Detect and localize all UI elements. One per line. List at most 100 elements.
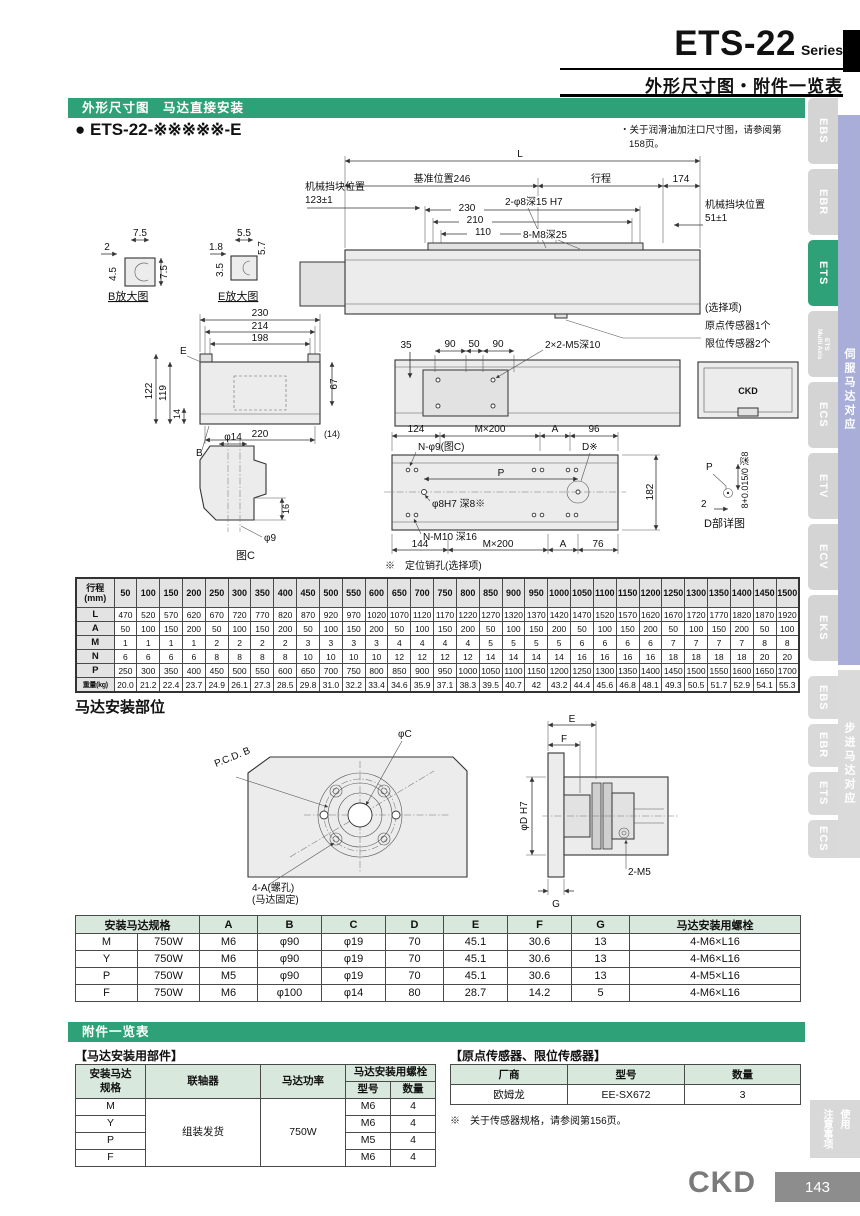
b-detail-view: 7.5 2 4.5 7.5 B放大图 [101,228,170,303]
parts-table-title: 【马达安装用部件】 [75,1049,184,1063]
table-cell: 100 [775,621,800,636]
table-cell: 150 [159,577,183,608]
table-cell: 5 [547,635,572,650]
table-cell: 1820 [729,607,754,622]
end-view-logo: CKD [738,386,758,396]
table-cell: 150 [524,621,549,636]
table-cell: 50 [570,621,594,636]
table-cell: 16 [615,649,640,664]
table-cell: 8 [775,635,800,650]
table-cell: 5 [571,984,630,1002]
table-cell: 800 [455,577,480,608]
table-cell: 100 [136,621,161,636]
label-n-m10: N-M10 深16 [423,531,477,543]
dim-bp-182: 182 [645,483,656,500]
table-cell: M [75,933,138,951]
label-option: (选择项) [705,301,742,314]
table-cell: 950 [524,577,549,608]
table-cell: C [321,915,386,934]
label-phi8h7: φ8H7 深8※ [432,498,485,510]
table-cell: 1300 [684,577,709,608]
label-dd-P: P [706,462,713,473]
table-cell: M [75,635,115,650]
table-cell: 数量 [390,1081,436,1099]
table-cell: 970 [341,607,366,622]
end-view: CKD [697,361,799,419]
table-cell: 650 [387,577,412,608]
table-cell: 6 [181,649,206,664]
table-cell: 750 [433,577,457,608]
table-cell: 46.8 [615,677,640,693]
table-cell: 600 [364,577,389,608]
sidebar-tab-ebr-servo: EBR [808,169,838,235]
caption-e-detail: E放大图 [218,289,258,303]
table-cell: 40.7 [501,677,526,693]
label-origin-sensor: 原点传感器1个 [705,319,771,332]
table-cell: 750W [137,984,200,1002]
dim-stroke: 行程 [591,172,611,185]
table-cell: 870 [296,607,320,622]
dim-m8-holes: 8-M8深25 [523,229,567,241]
table-cell: 70 [385,967,444,985]
dim-pv-50: 50 [468,339,480,350]
caption-detail-d: D部详图 [704,516,745,530]
page-subtitle: 外形尺寸图・附件一览表 [645,77,843,96]
table-cell: M6 [345,1098,391,1116]
table-cell: 1700 [775,663,800,678]
dim-b-4-5: 4.5 [108,267,119,281]
table-cell: 4 [390,1149,436,1167]
table-cell: 1400 [729,577,754,608]
table-cell: 1300 [592,663,617,678]
table-cell: 1000 [455,663,480,678]
table-cell: 1170 [433,607,457,622]
table-cell: M5 [345,1132,391,1150]
dim-bp-A-top: A [552,424,559,435]
table-cell: 7 [707,635,731,650]
label-cs-B: B [196,448,203,459]
table-cell: 850 [478,577,503,608]
table-cell: 1200 [547,663,572,678]
dim-bp-A-bottom: A [560,539,567,550]
dim-dd-tolerance: 8+0.015/0 深8 [740,452,750,509]
table-cell: 1450 [752,577,777,608]
table-cell: 6 [638,635,663,650]
table-cell: 470 [113,607,138,622]
table-cell: 13 [571,967,630,985]
sidebar-tab-ecv: ECV [808,524,838,590]
tab-label: EBR [817,188,830,216]
table-cell: 200 [455,621,480,636]
table-cell: 1770 [707,607,731,622]
table-cell: 1150 [615,577,640,608]
table-cell: 500 [318,577,343,608]
table-cell: 100 [136,577,161,608]
dim-bp-76: 76 [592,539,604,550]
table-cell: 1400 [638,663,663,678]
table-cell: 10 [341,649,366,664]
dimension-drawing: L 基准位置246 行程 174 230 210 110 2-φ8深15 H7 … [101,149,799,572]
table-cell: 1350 [615,663,640,678]
table-cell: 1670 [661,607,686,622]
table-cell: 200 [181,577,206,608]
table-cell: 6 [615,635,640,650]
table-cell: 4-M6×L16 [629,950,801,968]
table-cell: 14 [478,649,503,664]
table-cell: 500 [227,663,252,678]
dim-230: 230 [459,203,476,214]
table-cell: 50 [296,621,320,636]
table-cell: 22.4 [159,677,183,693]
detail-c-view: φ14 16 φ9 图C [199,432,291,562]
table-cell: 4 [433,635,457,650]
table-cell: A [75,621,115,636]
sidebar-tab-ets-stepper: ETS [808,772,838,815]
table-cell: 49.3 [661,677,686,693]
table-cell: 50 [478,621,503,636]
table-cell: 16 [570,649,594,664]
table-cell: 7 [729,635,754,650]
table-cell: 12 [387,649,412,664]
table-cell: 51.7 [707,677,731,693]
dim-cs-67: 67 [329,378,340,390]
table-cell: 型号 [345,1081,391,1099]
table-cell: 1370 [524,607,549,622]
